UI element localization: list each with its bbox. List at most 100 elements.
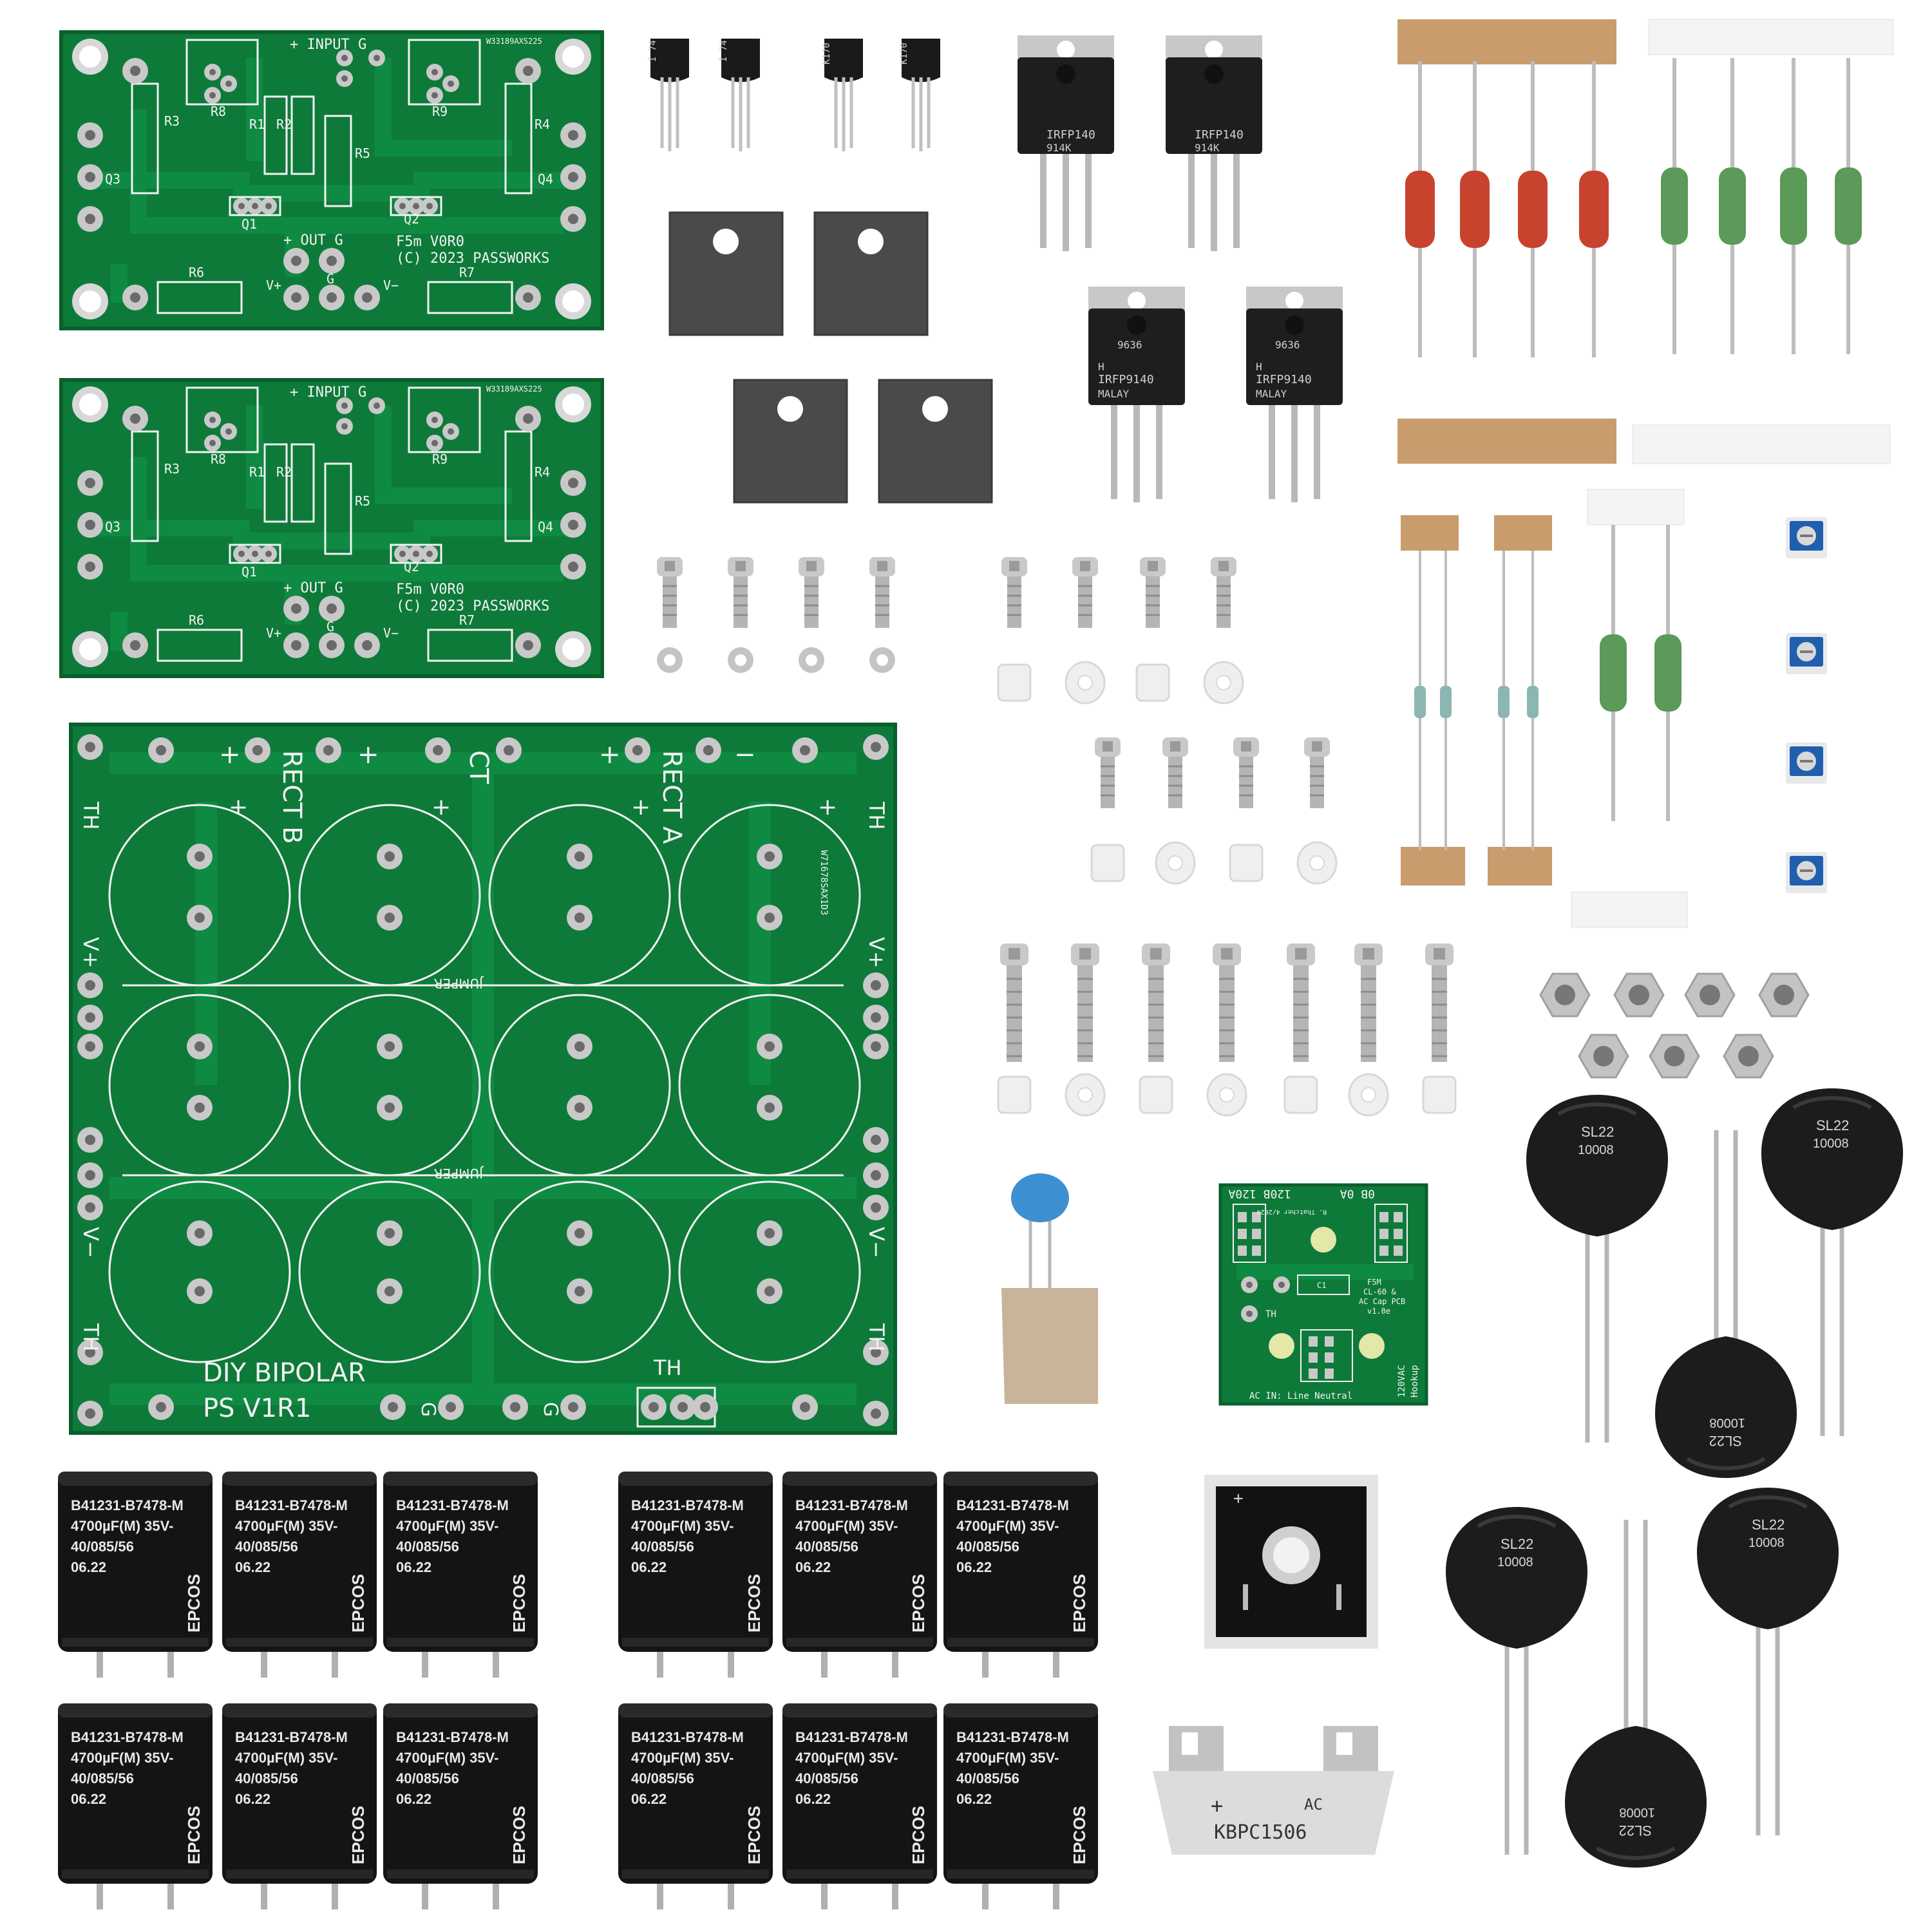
q1-label: Q1 <box>242 216 257 232</box>
vplus-label: V+ <box>266 625 281 641</box>
capacitor-marking: B41231-B7478-M <box>631 1497 744 1513</box>
cl60-board: 120B 120A 0B 0A R. Thatcher 4/2024 C1 TH… <box>1218 1183 1428 1406</box>
capacitor-marking: B41231-B7478-M <box>396 1497 509 1513</box>
mosfet-code: MALAY <box>1256 388 1287 400</box>
cl60-side-2: Hookup <box>1410 1365 1420 1397</box>
mosfets-p: 9636 H IRFP9140 MALAY 9636 H IRFP9140 MA… <box>1088 287 1343 502</box>
cl60-top-left: 120B 120A <box>1228 1187 1291 1200</box>
mosfet-label: IRFP140 <box>1046 128 1095 142</box>
r6-label: R6 <box>189 612 204 628</box>
r9-label: R9 <box>432 104 448 119</box>
capacitor-marking: 4700µF(M) 35V- <box>235 1518 337 1534</box>
capacitor-marking: 06.22 <box>235 1791 270 1807</box>
ntc-marking: SL22 <box>1619 1823 1652 1839</box>
capacitor-brand: EPCOS <box>744 1574 764 1633</box>
bridge-plus: + <box>1233 1489 1244 1508</box>
q3-label: Q3 <box>105 171 120 187</box>
capacitor-marking: 06.22 <box>71 1559 106 1575</box>
plus-sign: + <box>818 794 837 820</box>
mosfet-code: H <box>1098 361 1104 373</box>
capacitor-marking: 4700µF(M) 35V- <box>956 1518 1059 1534</box>
capacitor-marking: 40/085/56 <box>956 1770 1019 1786</box>
capacitor-brand: EPCOS <box>909 1806 928 1864</box>
capacitor-marking: 4700µF(M) 35V- <box>396 1750 498 1766</box>
capacitor-marking: 06.22 <box>631 1559 667 1575</box>
hex-nuts <box>1539 972 1810 1079</box>
ntc-marking: 10008 <box>1748 1536 1785 1550</box>
transistor-label: K170 <box>899 43 909 64</box>
capacitor-marking: 4700µF(M) 35V- <box>631 1518 734 1534</box>
cl60-th: TH <box>1265 1309 1276 1320</box>
plus-sign: + <box>229 794 248 820</box>
capacitor-brand: EPCOS <box>509 1574 529 1633</box>
transistor-label: İ 74 <box>647 40 658 62</box>
capacitor-marking: B41231-B7478-M <box>71 1729 184 1745</box>
r6-label: R6 <box>189 265 204 280</box>
mosfet-code: 914K <box>1195 142 1220 154</box>
capacitor-brand: EPCOS <box>909 1574 928 1633</box>
board-id-text: W33189AXS225 <box>486 384 542 393</box>
capacitor-marking: 06.22 <box>956 1791 992 1807</box>
vminus-label: V− <box>383 625 399 641</box>
minus-sign: − <box>734 740 756 770</box>
capacitor-brand: EPCOS <box>1070 1574 1089 1633</box>
r8-label: R8 <box>211 451 226 467</box>
capacitor-marking: 4700µF(M) 35V- <box>795 1518 898 1534</box>
bridge-rectifier-kbpc: + AC KBPC1506 <box>1153 1726 1394 1855</box>
jumper-label: JUMPER <box>434 976 484 991</box>
capacitor-marking: B41231-B7478-M <box>235 1729 348 1745</box>
vminus-label: V− <box>79 1227 103 1258</box>
capacitor-marking: 06.22 <box>235 1559 270 1575</box>
cl60-author: R. Thatcher 4/2024 <box>1257 1208 1327 1215</box>
capacitor-marking: 40/085/56 <box>235 1539 298 1555</box>
capacitor-marking: 40/085/56 <box>795 1770 858 1786</box>
q3-label: Q3 <box>105 519 120 535</box>
mosfet-code: 9636 <box>1117 339 1142 351</box>
capacitor-marking: 4700µF(M) 35V- <box>71 1518 173 1534</box>
r2-label: R2 <box>276 464 292 480</box>
capacitor-marking: 40/085/56 <box>235 1770 298 1786</box>
capacitor-marking: B41231-B7478-M <box>235 1497 348 1513</box>
cap-footprints <box>108 804 861 1363</box>
ntc-marking: SL22 <box>1816 1117 1849 1133</box>
r2-label: R2 <box>276 117 292 132</box>
r1-label: R1 <box>249 117 265 132</box>
q4-label: Q4 <box>538 519 553 535</box>
capacitor-marking: B41231-B7478-M <box>956 1497 1069 1513</box>
mosfet-code: H <box>1256 361 1262 373</box>
capacitor-marking: 4700µF(M) 35V- <box>71 1750 173 1766</box>
r3-label: R3 <box>164 113 180 129</box>
transistor-label: K170 <box>822 43 832 64</box>
vminus-label: V− <box>383 278 399 293</box>
plus-sign: + <box>431 794 451 820</box>
mosfet-code: 9636 <box>1275 339 1300 351</box>
g-label: G <box>539 1402 562 1417</box>
r4-label: R4 <box>535 464 550 480</box>
capacitor-marking: 40/085/56 <box>396 1770 459 1786</box>
ct-label: CT <box>464 750 493 784</box>
g-label: G <box>417 1402 439 1417</box>
board-title: F5m V0R0 <box>396 234 464 250</box>
capacitor-marking: 40/085/56 <box>795 1539 858 1555</box>
trimmer-potentiometers <box>1785 516 1828 895</box>
ntc-marking: SL22 <box>1581 1124 1614 1140</box>
capacitor-marking: 40/085/56 <box>71 1770 134 1786</box>
jumper-label: JUMPER <box>434 1166 484 1181</box>
capacitor-marking: 40/085/56 <box>631 1770 694 1786</box>
ntc-marking: 10008 <box>1497 1555 1533 1569</box>
board-title: F5m V0R0 <box>396 582 464 598</box>
rect-b-label: RECT B <box>277 750 307 844</box>
plus-sign: + <box>631 794 650 820</box>
r5-label: R5 <box>355 146 370 161</box>
input-label: + INPUT G <box>290 37 366 53</box>
capacitor-brand: EPCOS <box>348 1806 368 1864</box>
